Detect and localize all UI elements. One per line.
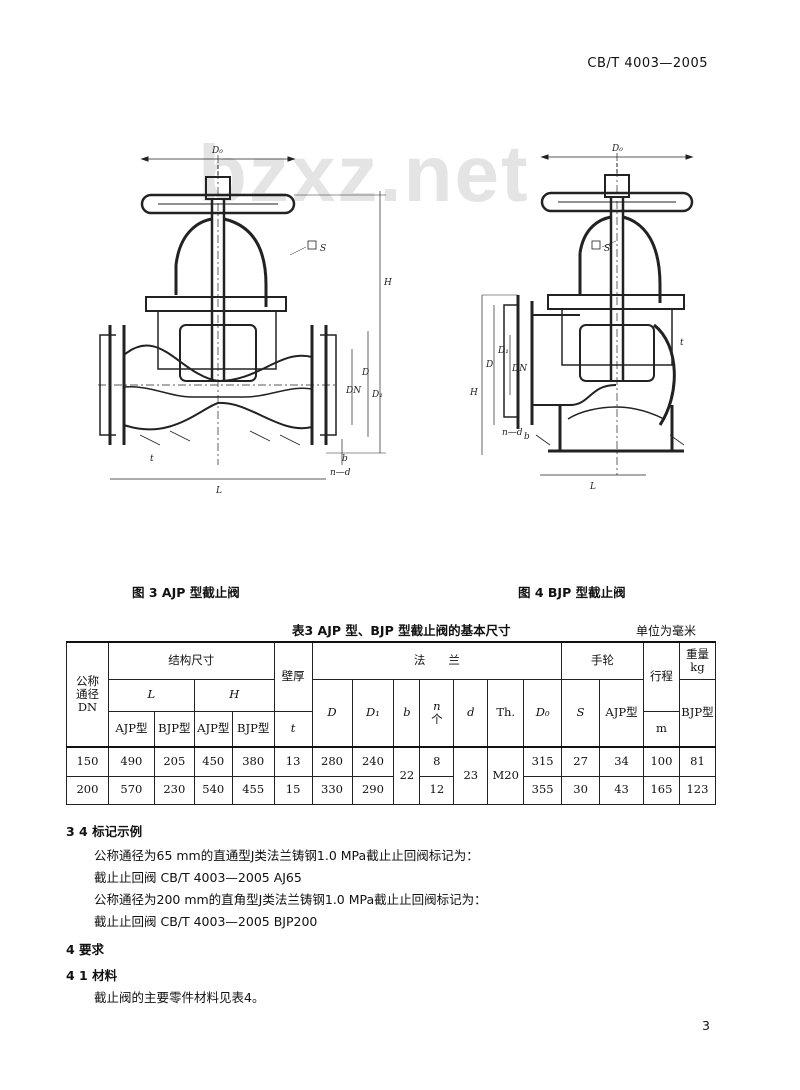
fig3-labels: D₀ H S DN D D₁ n—d b L t [150, 146, 392, 495]
fig4-label-d1: D₁ [497, 346, 509, 356]
fig4-label-s: S [604, 244, 610, 254]
example-1-description: 公称通径为65 mm的直通型J类法兰铸钢1.0 MPa截止止回阀标记为： [94, 848, 479, 863]
fig3-label-t: t [150, 454, 154, 464]
header-h: H [193, 678, 275, 712]
shared-hole-d: 23 [453, 746, 489, 805]
fig3-label-d: D [361, 368, 369, 378]
row2-d: 330 [311, 775, 353, 805]
section-4-1-text: 截止阀的主要零件材料见表4。 [94, 990, 265, 1005]
header-d0: D₀ [523, 678, 563, 748]
row2-m: 43 [599, 775, 644, 805]
row2-n: 12 [419, 775, 455, 805]
header-t: t [273, 710, 313, 748]
row2-l-ajp: 570 [107, 775, 155, 805]
standard-number: CB/T 4003—2005 [587, 56, 708, 71]
row1-d1: 240 [351, 746, 395, 777]
header-l: L [107, 678, 195, 712]
fig3-label-d1: D₁ [371, 390, 383, 400]
fig4-label-t: t [680, 338, 684, 348]
header-w-bjp: BJP型 [678, 678, 717, 748]
header-h-bjp: BJP型 [231, 710, 275, 748]
table-unit: 单位为毫米 [636, 624, 697, 638]
fig3-caption: 图 3 AJP 型截止阀 [132, 585, 240, 600]
table-caption: 表3 AJP 型、BJP 型截止阀的基本尺寸 [292, 623, 511, 638]
fig3-label-dn: DN [345, 386, 362, 396]
fig4-label-l: L [589, 482, 596, 492]
example-2-description: 公称通径为200 mm的直角型J类法兰铸钢1.0 MPa截止止回阀标记为： [94, 892, 487, 907]
header-l-ajp: AJP型 [107, 710, 155, 748]
row2-s: 30 [561, 775, 601, 805]
header-weight: 重量 kg [678, 641, 717, 680]
fig3-label-s: S [320, 244, 326, 254]
fig3-drawing [98, 155, 386, 480]
row1-t: 13 [273, 746, 313, 777]
valve-drawings: D₀ H S DN D D₁ n—d b L t [98, 144, 694, 495]
fig4-label-nd: n—d [502, 428, 523, 438]
header-d: D [311, 678, 353, 748]
row2-w-bjp: 123 [678, 775, 717, 805]
header-n-unit: 个 [431, 711, 443, 726]
header-structure: 结构尺寸 [107, 641, 275, 680]
fig4-label-dn: DN [511, 364, 528, 374]
fig3-label-l: L [215, 486, 222, 495]
fig3-label-nd: n—d [330, 468, 351, 478]
fig4-label-d0: D₀ [611, 144, 623, 154]
row1-l-ajp: 490 [107, 746, 155, 777]
header-w-ajp: AJP型 [599, 678, 644, 748]
fig3-label-d0: D₀ [211, 146, 223, 156]
fig4-labels: D₀ H S D D₁ DN n—d b L t [469, 144, 684, 492]
header-stroke: 行程 [642, 641, 680, 712]
row1-h-ajp: 450 [193, 746, 233, 777]
shared-th: M20 [487, 746, 525, 805]
section-4-1-title: 4 1 材料 [66, 968, 118, 983]
row1-w-ajp: 100 [642, 746, 680, 777]
header-s: S [561, 678, 601, 748]
header-h-ajp: AJP型 [193, 710, 233, 748]
row1-l-bjp: 205 [153, 746, 195, 777]
fig4-label-d: D [485, 360, 493, 370]
header-m: m [642, 710, 680, 748]
row1-h-bjp: 380 [231, 746, 275, 777]
row2-h-ajp: 540 [193, 775, 233, 805]
fig3-label-b: b [342, 454, 348, 464]
page-number: 3 [702, 1018, 710, 1033]
row1-m: 34 [599, 746, 644, 777]
header-th: Th. [487, 678, 525, 748]
row2-d0: 355 [523, 775, 563, 805]
header-n: n 个 [419, 678, 455, 748]
header-n-symbol: n [433, 698, 441, 713]
fig4-caption: 图 4 BJP 型截止阀 [518, 585, 626, 600]
fig4-drawing [481, 153, 694, 476]
row1-d: 280 [311, 746, 353, 777]
row2-d1: 290 [351, 775, 395, 805]
fig3-label-h: H [383, 278, 392, 288]
section-4-title: 4 要求 [66, 942, 105, 957]
header-handwheel: 手轮 [561, 641, 644, 680]
header-hole-d: d [453, 678, 489, 748]
fig4-label-b: b [524, 432, 530, 442]
row2-dn: 200 [66, 775, 109, 805]
header-l-bjp: BJP型 [153, 710, 195, 748]
section-3-4-title: 3 4 标记示例 [66, 824, 143, 839]
dimensions-table: 公称通径DN 结构尺寸 壁厚 法 兰 手轮 行程 重量 kg L H D D₁ … [66, 641, 717, 805]
row2-w-ajp: 165 [642, 775, 680, 805]
row1-d0: 315 [523, 746, 563, 777]
header-flange: 法 兰 [311, 641, 563, 680]
watermark: bzxz.net [198, 129, 530, 218]
example-2-marking: 截止止回阀 CB/T 4003—2005 BJP200 [94, 914, 318, 929]
row2-l-bjp: 230 [153, 775, 195, 805]
row1-w-bjp: 81 [678, 746, 717, 777]
header-dn: 公称通径DN [66, 641, 109, 748]
row1-s: 27 [561, 746, 601, 777]
header-d1: D₁ [351, 678, 395, 748]
example-1-marking: 截止止回阀 CB/T 4003—2005 AJ65 [94, 870, 302, 885]
row2-h-bjp: 455 [231, 775, 275, 805]
shared-b: 22 [393, 746, 421, 805]
row1-dn: 150 [66, 746, 109, 777]
header-wall: 壁厚 [273, 641, 313, 712]
fig4-label-h: H [469, 388, 478, 398]
row2-t: 15 [273, 775, 313, 805]
header-b: b [393, 678, 421, 748]
row1-n: 8 [419, 746, 455, 777]
